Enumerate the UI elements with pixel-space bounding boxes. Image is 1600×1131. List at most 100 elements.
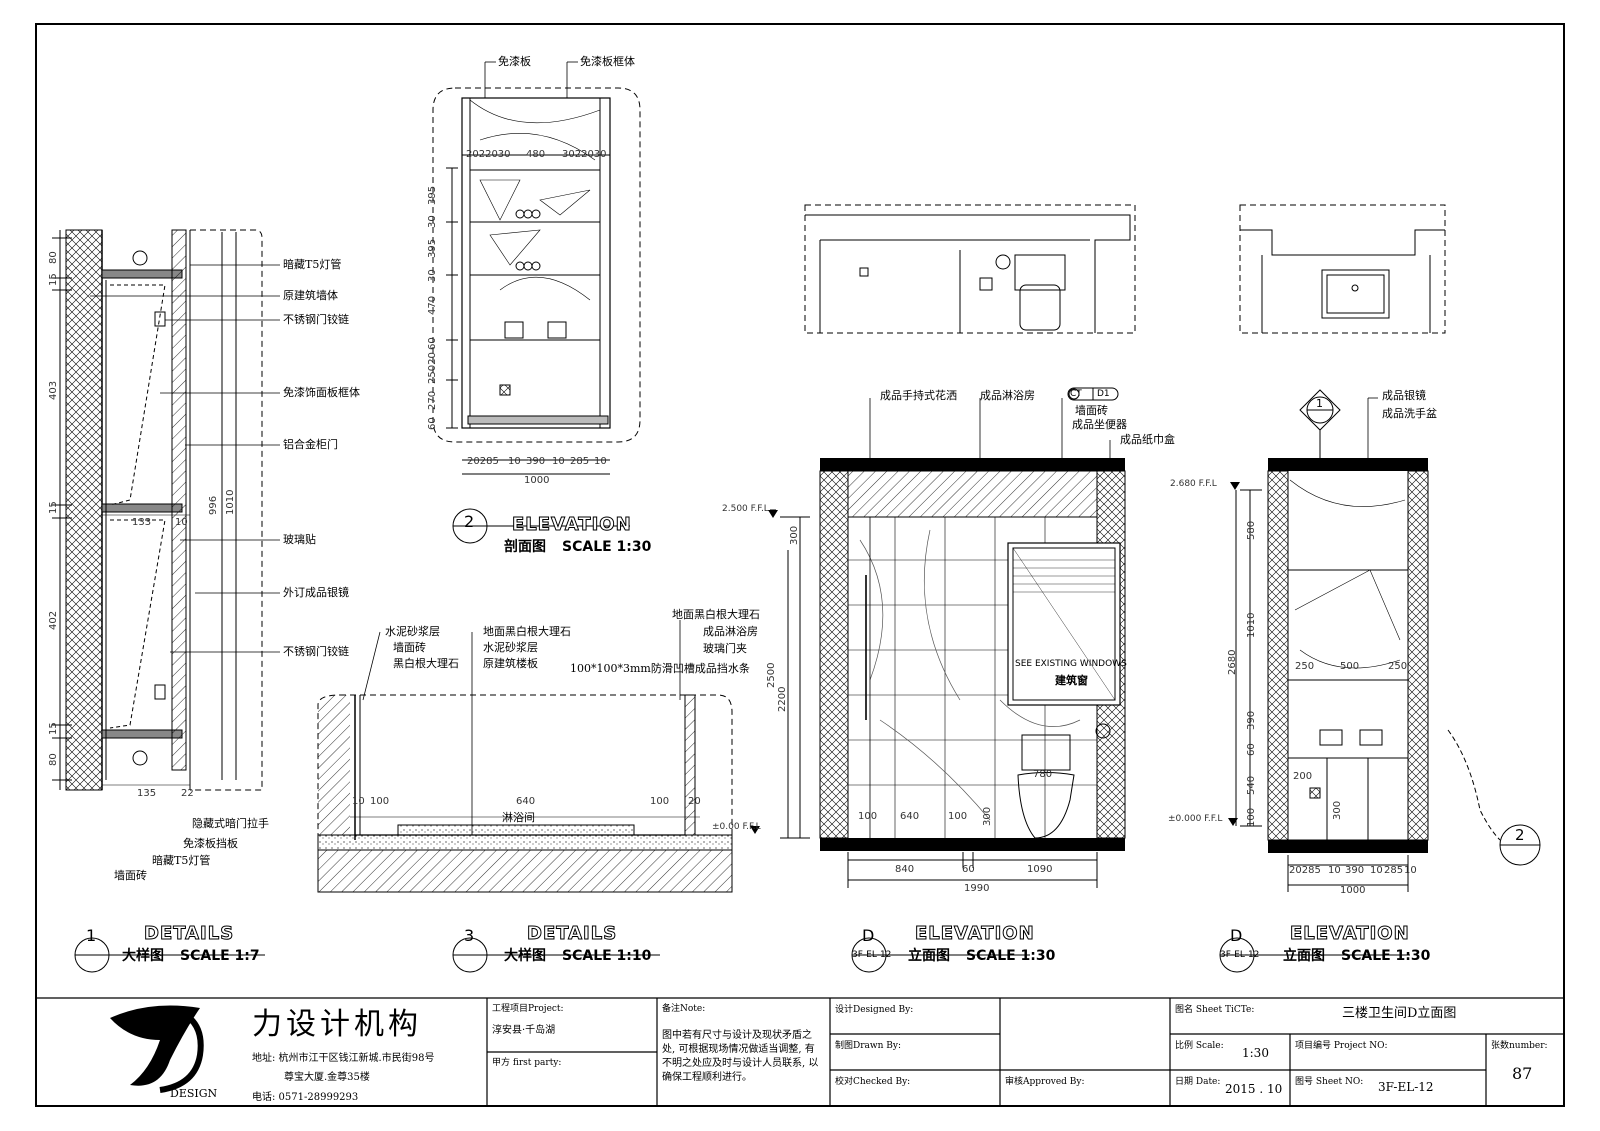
ed2-dim-2680: 2680 [1227, 649, 1238, 675]
logo-design-text: DESIGN [170, 1087, 218, 1100]
d1-dim-403: 403 [48, 380, 59, 400]
d1-title-number: 1 [86, 926, 97, 945]
s2-dim-bottom-390: 390 [526, 456, 546, 467]
ed2-dim-inner-250b: 250 [1388, 661, 1408, 672]
ed2-title-letter: D [1230, 926, 1243, 945]
ed-title-letter: D [862, 926, 875, 945]
checked-label: 校对Checked By: [835, 1077, 911, 1087]
s2-dim-bottom-10a: 10 [508, 456, 521, 467]
s2-dim-top-left: 2022030 [466, 149, 511, 160]
ed-dim-inner-300: 300 [982, 806, 993, 826]
d3-label-shower-room: 成品淋浴房 [703, 625, 758, 638]
note-text: 图中若有尺寸与设计及现状矛盾之处, 可根据现场情况做适当调整, 有不明之处应及时… [662, 1030, 819, 1083]
ed2-dim-inner-250a: 250 [1295, 661, 1315, 672]
d1-label-hinge-2: 不锈钢门铰链 [283, 645, 349, 658]
d1-dim-22: 22 [181, 788, 194, 799]
d3-label-floor-marble: 地面黑白根大理石 [483, 625, 571, 638]
s2-dim-270: 270 [427, 390, 438, 410]
d1-dim-1010: 1010 [225, 489, 236, 515]
detail-1-drawing [52, 229, 280, 791]
date-value: 2015 . 10 [1225, 1082, 1283, 1096]
d1-label-aluminium-door: 铝合金柜门 [283, 438, 338, 451]
d1-dim-15-b: 15 [48, 501, 59, 514]
d3-label-shower-area: 淋浴间 [502, 811, 535, 824]
sheet-border [35, 23, 1565, 1107]
d3-label-water-bar: 100*100*3mm防滑凹槽成品挡水条 [570, 662, 750, 675]
ed-dim-2500: 2500 [766, 662, 777, 688]
ed2-dim-bottom-10b: 10 [1370, 865, 1383, 876]
d1-dim-15-a: 15 [48, 273, 59, 286]
detail-1-title-graphic [74, 937, 265, 973]
s2-dim-bottom-10b: 10 [552, 456, 565, 467]
company-address-1: 地址: 杭州市江干区钱江新城.市民街98号 [252, 1053, 435, 1064]
ed-label-toilet: 成品坐便器 [1072, 418, 1127, 431]
d3-dim-20: 20 [688, 796, 701, 807]
d1-title-en: DETAILS [143, 923, 235, 944]
d3-label-slab: 原建筑楼板 [483, 657, 538, 670]
ed-dim-inner-100b: 100 [948, 811, 968, 822]
detail-3-drawing [317, 620, 733, 973]
d1-label-hidden-handle: 隐藏式暗门拉手 [192, 817, 269, 830]
d1-label-wall: 原建筑墙体 [283, 289, 338, 302]
elevation-d-drawing [750, 387, 1126, 973]
d3-label-floor-marble-right: 地面黑白根大理石 [672, 608, 760, 621]
ed2-title-scale: SCALE 1:30 [1341, 948, 1431, 964]
ed-title-scale: SCALE 1:30 [966, 948, 1056, 964]
drawn-label: 制图Drawn By: [835, 1041, 901, 1051]
ed2-dim-60: 60 [1246, 743, 1257, 756]
d1-label-mirror: 外订成品银镜 [283, 586, 349, 599]
sheet-no-label: 图号 Sheet NO: [1295, 1077, 1364, 1087]
ed2-dim-bottom-10a: 10 [1328, 865, 1341, 876]
ed-level-bottom: ±0.00 F.F.L [712, 822, 761, 832]
ed-dim-1090: 1090 [1027, 864, 1053, 875]
company-name: 力设计机构 [252, 1007, 422, 1042]
s2-dim-width: 1000 [524, 475, 550, 486]
sheet-title: 三楼卫生间D立面图 [1342, 1006, 1457, 1021]
ed2-marker-number: 1 [1316, 397, 1323, 410]
d1-dim-10: 10 [175, 517, 188, 528]
ed2-dim-total: 1000 [1340, 885, 1366, 896]
ed2-title-cn: 立面图 [1283, 948, 1325, 964]
d1-label-baffle: 免漆板挡板 [183, 837, 238, 850]
ed-level-top: 2.500 F.F.L [722, 504, 769, 514]
ed2-marker-right: 2 [1515, 826, 1525, 844]
party-label: 甲方 first party: [492, 1058, 562, 1068]
ed-tag-ct: CT [1070, 389, 1082, 399]
s2-dim-60-b: 60 [427, 417, 438, 430]
ed-dim-inner-100a: 100 [858, 811, 878, 822]
d3-dim-10: 10 [352, 796, 365, 807]
designed-label: 设计Designed By: [835, 1005, 914, 1015]
number-label: 张数number: [1491, 1041, 1548, 1051]
d3-label-mortar-left: 水泥砂浆层 [385, 625, 440, 638]
approved-label: 审核Approved By: [1005, 1077, 1085, 1087]
ed-dim-total: 1990 [964, 883, 990, 894]
s2-title-cn: 剖面图 [504, 539, 546, 555]
d3-label-mortar-mid: 水泥砂浆层 [483, 641, 538, 654]
ed2-dim-inner-200: 200 [1293, 771, 1313, 782]
ed2-dim-100: 100 [1246, 807, 1257, 827]
ed-tag-d1: D1 [1097, 389, 1110, 399]
plan-view-left [804, 204, 1136, 334]
titleblock-grid [36, 997, 1564, 1106]
ed-label-tissue-box: 成品纸巾盒 [1120, 433, 1175, 446]
d3-label-tile-left: 墙面砖 [393, 641, 426, 654]
d1-dim-15-c: 15 [48, 722, 59, 735]
s2-dim-395-b: 395 [427, 238, 438, 258]
ed-dim-2200: 2200 [777, 686, 788, 712]
d3-title-en: DETAILS [526, 923, 618, 944]
ed2-title-ref: 3F-EL-12 [1220, 950, 1260, 960]
d1-dim-402: 402 [48, 610, 59, 630]
d1-dim-80-top: 80 [48, 251, 59, 264]
project-no-label: 项目编号 Project NO: [1295, 1041, 1388, 1051]
company-address-2: 尊宝大厦.金尊35楼 [284, 1072, 370, 1083]
d1-dim-135: 135 [137, 788, 157, 799]
date-label: 日期 Date: [1175, 1077, 1221, 1087]
s2-dim-395-a: 395 [427, 185, 438, 205]
ed-dim-inner-780: 780 [1033, 769, 1053, 780]
d1-label-t5-light: 暗藏T5灯管 [283, 258, 342, 271]
ed2-dim-bottom-10c: 10 [1404, 865, 1417, 876]
d1-label-hinge-1: 不锈钢门铰链 [283, 313, 349, 326]
number-value: 87 [1512, 1064, 1533, 1083]
